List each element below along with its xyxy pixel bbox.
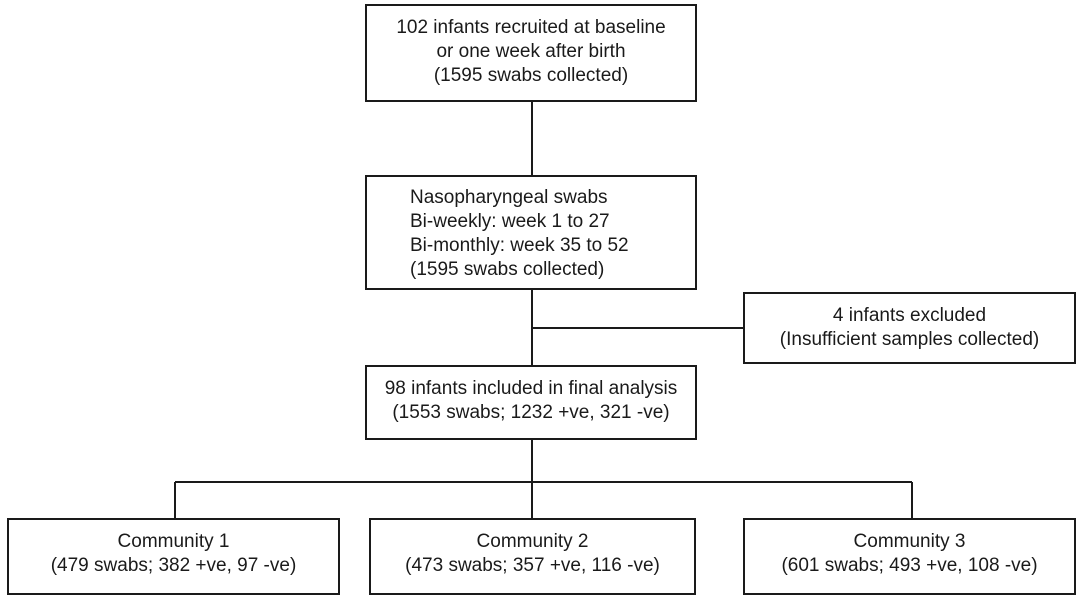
swab-schedule-line-2: Bi-weekly: week 1 to 27 [410, 211, 610, 232]
swab-schedule-line-1: Nasopharyngeal swabs [410, 187, 608, 208]
community-2-title: Community 2 [476, 531, 589, 552]
included-line-2: (1553 swabs; 1232 +ve, 321 -ve) [392, 402, 670, 423]
community-1-title: Community 1 [117, 531, 230, 552]
recruitment-line-2: or one week after birth [436, 41, 626, 62]
swab-schedule-line-4: (1595 swabs collected) [410, 259, 605, 280]
recruitment-line-1: 102 infants recruited at baseline [396, 17, 666, 38]
recruitment-line-3: (1595 swabs collected) [433, 65, 629, 86]
community-2-counts: (473 swabs; 357 +ve, 116 -ve) [405, 555, 660, 576]
community-3-title: Community 3 [853, 531, 966, 552]
community-1-counts: (479 swabs; 382 +ve, 97 -ve) [50, 555, 297, 576]
excluded-box: 4 infants excluded (Insufficient samples… [743, 292, 1076, 364]
community-2-box: Community 2 (473 swabs; 357 +ve, 116 -ve… [369, 518, 696, 595]
included-box: 98 infants included in final analysis (1… [365, 365, 697, 440]
swab-schedule-box: Nasopharyngeal swabs Bi-weekly: week 1 t… [365, 175, 697, 290]
recruitment-box: 102 infants recruited at baseline or one… [365, 4, 697, 102]
community-3-box: Community 3 (601 swabs; 493 +ve, 108 -ve… [743, 518, 1076, 595]
included-line-1: 98 infants included in final analysis [384, 378, 678, 399]
community-3-counts: (601 swabs; 493 +ve, 108 -ve) [781, 555, 1038, 576]
community-1-box: Community 1 (479 swabs; 382 +ve, 97 -ve) [7, 518, 340, 595]
excluded-line-2: (Insufficient samples collected) [779, 329, 1040, 350]
excluded-line-1: 4 infants excluded [832, 305, 987, 326]
swab-schedule-line-3: Bi-monthly: week 35 to 52 [410, 235, 629, 256]
